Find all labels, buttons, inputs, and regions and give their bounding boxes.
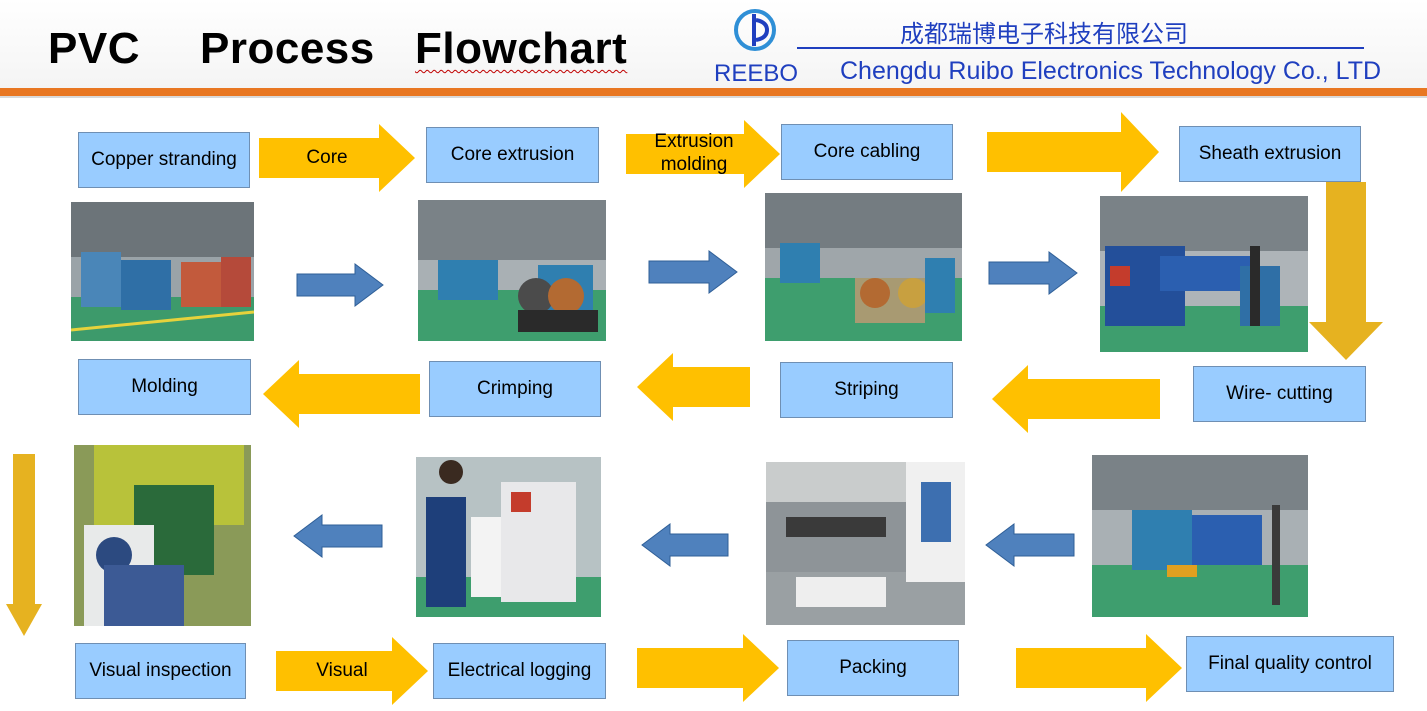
step-copper-stranding: Copper stranding (78, 132, 250, 188)
reebo-logo-icon (733, 8, 777, 52)
arrow-label-core: Core (306, 146, 348, 168)
step-sheath-extrusion: Sheath extrusion (1179, 126, 1361, 182)
arrow-label-line-1: Extrusion (654, 131, 734, 153)
step-visual-inspection: Visual inspection (75, 643, 246, 699)
title-word-1: PVC (48, 24, 140, 73)
arrow-core (259, 124, 415, 192)
photo-molding-operation (74, 445, 251, 626)
step-electrical-logging: Electrical logging (433, 643, 606, 699)
step-final-quality-control: Final quality control (1186, 636, 1394, 692)
step-packing: Packing (787, 640, 959, 696)
arrow-to-molding (263, 360, 420, 428)
company-underline (797, 47, 1364, 49)
step-crimping: Crimping (429, 361, 601, 417)
photo-copper-stranding-machine (71, 202, 254, 341)
arrow-visual (276, 637, 428, 705)
blue-arrow-row2-3 (293, 514, 383, 558)
blue-arrow-row1-3 (988, 251, 1078, 295)
arrow-to-striping (992, 365, 1160, 433)
step-wire-cutting: Wire- cutting (1193, 366, 1366, 422)
photo-striping-operation (766, 462, 965, 625)
company-name: Chengdu Ruibo Electronics Technology Co.… (840, 57, 1382, 85)
blue-arrow-row1-1 (296, 263, 384, 307)
step-core-extrusion: Core extrusion (426, 127, 599, 183)
blue-arrow-row2-1 (985, 523, 1075, 567)
step-striping: Striping (780, 362, 953, 418)
brand-name: REEBO (714, 60, 799, 87)
title-word-3: Flowchart (415, 24, 628, 73)
arrow-label-visual: Visual (316, 659, 368, 681)
step-core-cabling: Core cabling (781, 124, 953, 180)
arrow-to-sheath-extrusion (987, 112, 1159, 192)
header-banner (0, 0, 1427, 90)
photo-core-cabling-machine (765, 193, 962, 341)
arrow-to-crimping (637, 353, 750, 421)
arrow-label-extrusion-molding: Extrusion molding (626, 128, 762, 180)
step-molding: Molding (78, 359, 251, 415)
company-name-chinese: 成都瑞博电子科技有限公司 (900, 20, 1188, 48)
title-word-2: Process (200, 24, 375, 73)
blue-arrow-row2-2 (641, 523, 729, 567)
photo-sheath-extrusion-machine (1100, 196, 1308, 352)
arrow-extrusion-molding (626, 120, 780, 188)
photo-core-extrusion-line (418, 200, 606, 341)
arrow-down-to-visual-inspection (6, 454, 42, 636)
photo-crimping-station (416, 457, 601, 617)
header-orange-bar (0, 88, 1427, 96)
arrow-label-line-2: molding (660, 154, 728, 175)
blue-arrow-row1-2 (648, 250, 738, 294)
arrow-to-packing (637, 634, 779, 702)
photo-wire-cutting-line (1092, 455, 1308, 617)
arrow-to-final-quality-control (1016, 634, 1182, 702)
header-divider (0, 96, 1427, 98)
arrow-down-to-wire-cutting (1309, 182, 1383, 360)
